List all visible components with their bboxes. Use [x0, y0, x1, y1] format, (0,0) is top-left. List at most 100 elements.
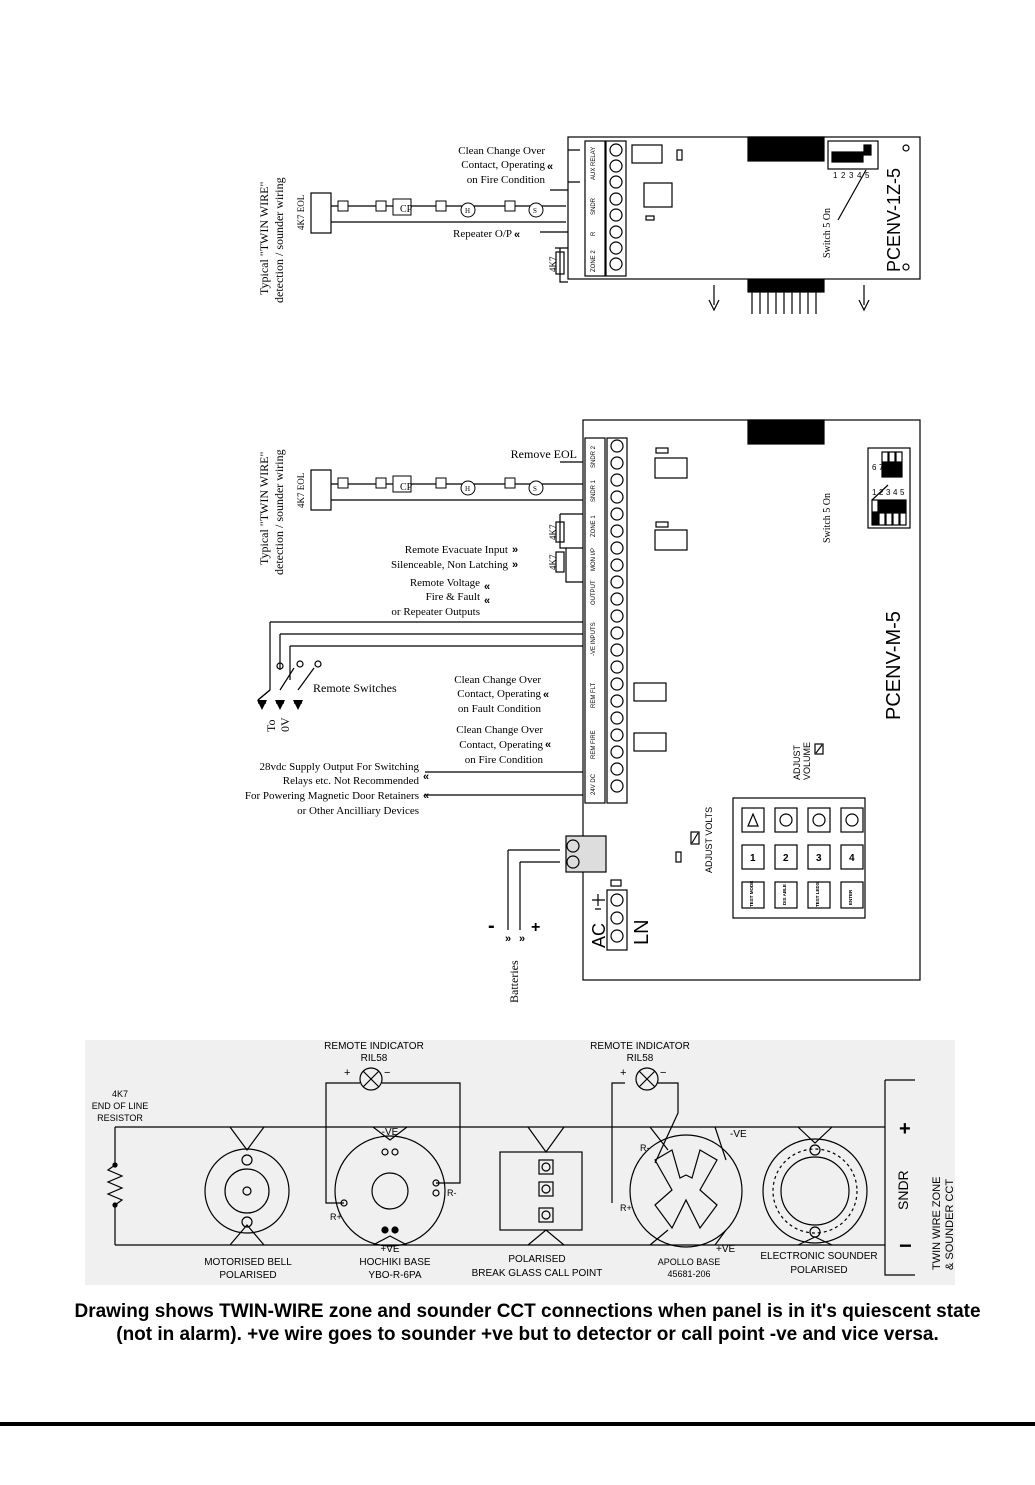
top-changeover-3: on Fire Condition — [467, 174, 546, 186]
apollo-neg-ve: -VE — [730, 1129, 747, 1140]
svg-text:»: » — [519, 933, 525, 945]
lamp-1-minus: − — [384, 1067, 390, 1079]
supply-note-4: or Other Ancilliary Devices — [297, 805, 419, 817]
main-sw-7: 7 — [879, 463, 884, 472]
top-sw-3: 3 — [849, 171, 854, 180]
keypad-icon-2 — [774, 807, 798, 833]
keypad-key-1: 1 — [750, 853, 756, 864]
term-24vdc: 24V DC — [591, 773, 597, 795]
top-repeater-label: Repeater O/P — [453, 228, 512, 240]
fault-changeover-3: on Fault Condition — [458, 703, 542, 715]
top-arrow-right-icon — [858, 285, 870, 312]
main-sw-4: 4 — [893, 488, 898, 497]
battery-plus-label: + — [531, 919, 540, 936]
top-sw-5: 5 — [865, 171, 870, 180]
remote-voltage-1: Remote Voltage — [410, 577, 480, 589]
hochiki-base — [334, 1135, 446, 1247]
adjust-volts-label: ADJUST VOLTS — [704, 807, 714, 873]
term-rem-fire: REM FIRE — [591, 730, 597, 759]
fault-changeover-2: Contact, Operating — [457, 688, 541, 700]
apollo-label-1: APOLLO BASE — [658, 1257, 721, 1267]
main-panel — [257, 419, 921, 981]
main-panel-header — [747, 419, 825, 445]
main-sw-1: 1 — [872, 488, 877, 497]
term-zone1: ZONE 1 — [591, 515, 597, 537]
ac-label: AC — [589, 923, 609, 948]
svg-text:«: « — [423, 771, 429, 783]
main-device-cp: CP — [400, 482, 413, 493]
top-term-aux: AUX RELAY — [591, 147, 597, 180]
top-device-s: S — [533, 207, 537, 215]
hochiki-pos-ve: +VE — [380, 1244, 400, 1255]
supply-note-1: 28vdc Supply Output For Switching — [259, 761, 419, 773]
keypad-key-4: 4 — [849, 853, 855, 864]
keypad-icon-4 — [840, 807, 864, 833]
main-side-label-1: Typical "TWIN WIRE" — [257, 452, 271, 565]
main-device-s: S — [533, 485, 537, 493]
term-rem-flt: REM FLT — [591, 682, 597, 708]
top-sw-4: 4 — [857, 171, 862, 180]
top-sw-2: 2 — [841, 171, 846, 180]
supply-note-3: For Powering Magnetic Door Retainers — [245, 790, 419, 802]
0v-label: 0V — [278, 717, 292, 732]
bottom-schematic — [106, 1067, 915, 1276]
main-keypad — [732, 797, 866, 919]
term-sndr2: SNDR 2 — [591, 445, 597, 468]
svg-text:«: « — [423, 790, 429, 802]
main-4k7-label-1: 4K7 — [548, 524, 558, 540]
battery-connector — [565, 835, 607, 873]
main-sw-5: 5 — [900, 488, 905, 497]
top-term-zone2: ZONE 2 — [591, 250, 597, 272]
top-term-sndr: SNDR — [591, 197, 597, 215]
top-switch-label: Switch 5 On — [822, 208, 833, 258]
remote-indicator-2-title: REMOTE INDICATOR — [590, 1041, 690, 1052]
top-device-h: H — [465, 207, 470, 215]
top-changeover-1: Clean Change Over — [458, 145, 545, 157]
top-side-label-2: detection / sounder wiring — [272, 177, 286, 303]
resistor-label-2: END OF LINE — [92, 1101, 149, 1111]
callpoint-label-1: POLARISED — [508, 1254, 565, 1265]
sndr-minus: − — [899, 1233, 912, 1258]
main-eol-resistor — [310, 469, 332, 511]
keypad-key-3: 3 — [816, 853, 822, 864]
battery-minus-label: - — [488, 915, 495, 937]
main-sw-6: 6 — [872, 463, 877, 472]
main-4k7-label-2: 4K7 — [548, 554, 558, 570]
sndr-label: SNDR — [895, 1170, 911, 1210]
remote-indicator-lamp-2 — [635, 1067, 659, 1091]
fault-changeover-1: Clean Change Over — [454, 674, 541, 686]
main-terminal-strip — [606, 437, 628, 804]
fire-changeover-2: Contact, Operating — [459, 739, 543, 751]
sounder-label-1: ELECTRONIC SOUNDER — [760, 1251, 877, 1262]
main-sw-2: 2 — [879, 488, 884, 497]
resistor-label-3: RESISTOR — [97, 1113, 143, 1123]
resistor-label-1: 4K7 — [112, 1089, 128, 1099]
svg-text:»: » — [512, 559, 518, 571]
adjust-volume-2: VOLUME — [802, 742, 812, 780]
remote-indicator-lamp-1 — [359, 1067, 383, 1091]
top-panel-ribbon-connector — [747, 279, 825, 293]
main-eol-label: 4K7 EOL — [296, 473, 306, 508]
svg-text:«: « — [484, 595, 490, 607]
sndr-plus: + — [899, 1118, 911, 1140]
keypad-test-leds: TEST LEDS — [815, 882, 820, 907]
svg-text:«: « — [514, 229, 520, 241]
hochiki-neg-ve: -VE — [382, 1127, 399, 1138]
top-arrow-left-icon — [708, 285, 720, 312]
top-sw-1: 1 — [833, 171, 838, 180]
lamp-1-plus: + — [344, 1067, 350, 1079]
page-bottom-rule — [0, 1422, 1035, 1426]
adjust-volume-1: ADJUST — [792, 744, 802, 780]
sounder-label-2: POLARISED — [790, 1265, 847, 1276]
top-dip-switch — [827, 140, 879, 170]
remote-switches-label: Remote Switches — [313, 681, 397, 695]
fire-changeover-1: Clean Change Over — [456, 724, 543, 736]
top-term-r: R — [591, 231, 597, 236]
supply-note-2: Relays etc. Not Recommended — [283, 775, 420, 787]
top-model-label: PCENV-1Z-5 — [884, 168, 904, 272]
keypad-enter: ENTER — [848, 889, 853, 905]
hochiki-label-2: YBO-R-6PA — [368, 1270, 421, 1281]
top-4k7-label: 4K7 — [548, 256, 558, 272]
main-loop-devices — [337, 475, 544, 496]
